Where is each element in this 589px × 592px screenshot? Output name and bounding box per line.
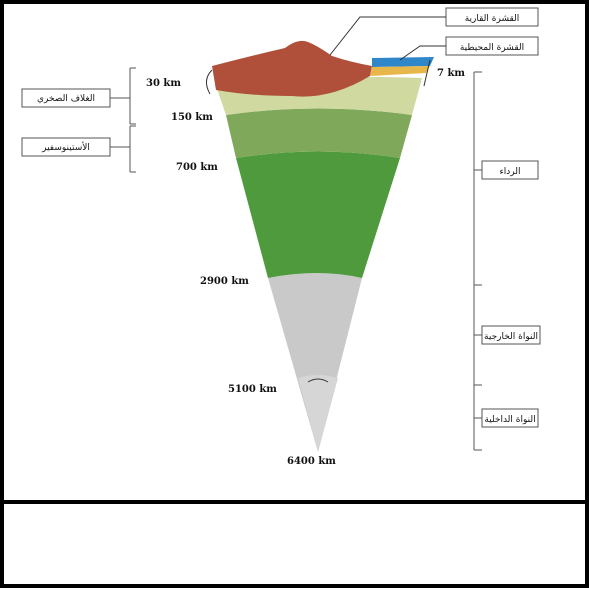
lithosphere-label-box — [21, 88, 111, 108]
crust-thickness-arrow — [206, 69, 213, 95]
oceanic-sediment-layer — [370, 66, 430, 76]
oceanic-crust-layer — [372, 57, 434, 67]
outer-core-layer — [268, 273, 362, 452]
right-annotations: الرداء النواة الخارجية النواة الداخلية — [473, 71, 541, 451]
outer-core-label-box — [481, 325, 541, 345]
outer-core-label: النواة الخارجية — [484, 332, 538, 342]
depth-label-5100: 5100 km — [228, 384, 277, 395]
transition-zone-layer — [226, 108, 412, 158]
continental-crust-label: القشرة القارية — [465, 14, 520, 24]
oceanic-thickness-arrow — [423, 59, 431, 87]
depth-label-6400: 6400 km — [287, 456, 336, 467]
oceanic-crust-label: القشرة المحيطية — [460, 43, 524, 53]
mantle-label: الرداء — [500, 167, 521, 177]
inner-core-layer — [298, 375, 338, 452]
continental-crust-layer — [212, 40, 372, 97]
inner-core-label-box — [481, 408, 539, 428]
left-annotations: الغلاف الصخري الأستينوسفير — [21, 67, 213, 173]
depth-label-700: 700 km — [176, 162, 218, 173]
inner-core-label: النواة الداخلية — [484, 415, 535, 425]
mantle-layer — [236, 151, 400, 278]
earth-wedge — [212, 40, 434, 452]
mantle-label-box — [481, 160, 539, 180]
core-boundary-arc — [307, 378, 329, 383]
asthenosphere-label: الأستينوسفير — [41, 141, 90, 153]
depth-label-2900: 2900 km — [200, 276, 249, 287]
depth-label-7: 7 km — [437, 68, 465, 79]
lithosphere-label: الغلاف الصخري — [37, 94, 95, 104]
crust-annotations: القشرة القارية القشرة المحيطية — [329, 7, 539, 87]
depth-labels: 30 km 7 km 150 km 700 km 2900 km 5100 km… — [146, 68, 465, 467]
asthenosphere-label-box — [21, 137, 111, 157]
depth-label-150: 150 km — [171, 112, 213, 123]
continental-crust-leader — [329, 16, 446, 56]
depth-label-30: 30 km — [146, 78, 181, 89]
oceanic-crust-leader — [399, 45, 446, 61]
